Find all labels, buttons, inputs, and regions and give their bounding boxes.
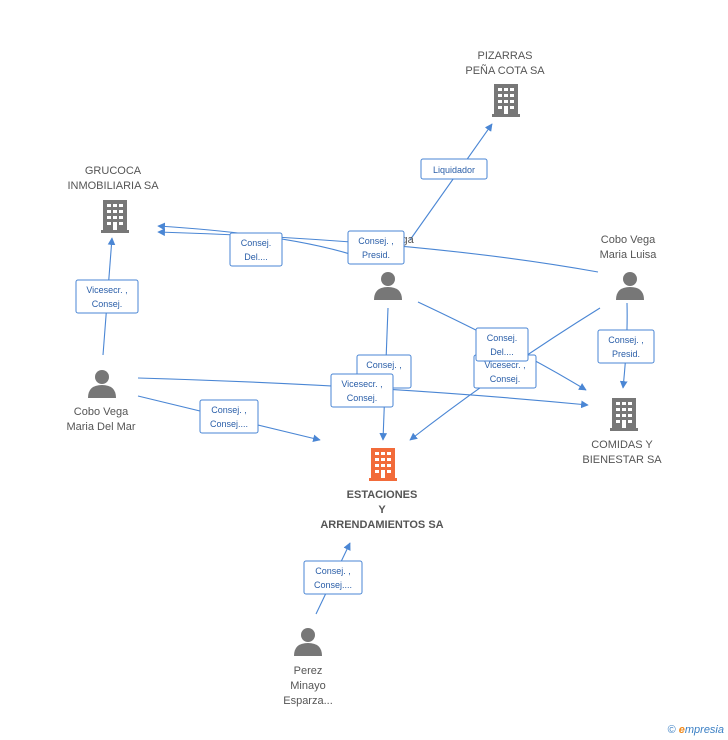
cobo-mar-label-2: Maria Del Mar	[66, 421, 135, 433]
cobo-mar-label-1: Cobo Vega	[74, 406, 129, 418]
edge-label-line-1: Consej.	[487, 333, 518, 343]
edge-label-line-1: Consej. ,	[211, 405, 247, 415]
edge-label-line-2: Presid.	[612, 349, 640, 359]
estaciones-label-3: ARRENDAMIENTOS SA	[320, 519, 443, 531]
cobo-luisa-label-1: Cobo Vega	[601, 234, 656, 246]
cobo-luisa-node[interactable]: Cobo Vega Maria Luisa	[600, 234, 658, 300]
empresia-watermark: ©empresia	[668, 724, 724, 736]
brand-name: mpresia	[684, 724, 724, 736]
edge-label-liquidador[interactable]: Liquidador	[420, 158, 488, 180]
edge-label-line-1: Vicesecr. ,	[341, 379, 382, 389]
grucoca-label-2: INMOBILIARIA SA	[67, 180, 159, 192]
comidas-node[interactable]: COMIDAS Y BIENESTAR SA	[582, 398, 662, 466]
comidas-label-1: COMIDAS Y	[591, 439, 653, 451]
estaciones-label-2: Y	[378, 504, 386, 516]
edge-label-vicesecr-consej-comidas[interactable]: Vicesecr. , Consej.	[473, 354, 537, 389]
edge-label-line-2: Consej....	[210, 419, 248, 429]
cobo-luisa-label-2: Maria Luisa	[600, 249, 658, 261]
edge-label-line-1: Liquidador	[433, 165, 475, 175]
edge-label-line-2: Del....	[244, 252, 268, 262]
perez-node[interactable]: Perez Minayo Esparza...	[283, 628, 333, 707]
edge-label-line-1: Vicesecr. ,	[86, 285, 127, 295]
estaciones-node[interactable]: ESTACIONES Y ARRENDAMIENTOS SA	[320, 448, 444, 531]
edge-label-line-1: Consej. ,	[315, 566, 351, 576]
grucoca-node[interactable]: GRUCOCA INMOBILIARIA SA	[67, 165, 159, 233]
edge-label-line-2: Consej.	[490, 374, 521, 384]
edge-label-line-2: Consej....	[314, 580, 352, 590]
person-icon	[374, 272, 402, 300]
perez-label-2: Minayo	[290, 680, 325, 692]
comidas-label-2: BIENESTAR SA	[582, 454, 662, 466]
edge-label-vicesecr-grucoca[interactable]: Vicesecr. , Consej.	[75, 279, 139, 314]
person-icon	[294, 628, 322, 656]
edge-center-pizarras	[409, 123, 493, 241]
edge-label-vicesecr-consej-mar[interactable]: Vicesecr. , Consej.	[330, 373, 394, 408]
edge-label-line-1: Consej.	[241, 238, 272, 248]
grucoca-label-1: GRUCOCA	[85, 165, 142, 177]
edge-label-line-2: Del....	[490, 347, 514, 357]
edge-label-line-2: Presid.	[362, 250, 390, 260]
pizarras-label-2: PEÑA COTA SA	[465, 64, 545, 77]
building-icon	[610, 398, 638, 431]
edge-label-consej-del-comidas[interactable]: Consej. Del....	[475, 327, 529, 362]
copyright-symbol: ©	[667, 724, 676, 736]
building-icon	[101, 200, 129, 233]
perez-label-1: Perez	[294, 665, 323, 677]
edge-label-line-1: Consej. ,	[358, 236, 394, 246]
person-icon	[616, 272, 644, 300]
edge-label-line-1: Consej. ,	[608, 335, 644, 345]
edge-label-consej-del-grucoca[interactable]: Consej. Del....	[229, 232, 283, 267]
edge-label-consej-mar-estaciones[interactable]: Consej. , Consej....	[199, 399, 259, 434]
pizarras-label-1: PIZARRAS	[477, 50, 532, 62]
pizarras-node[interactable]: PIZARRAS PEÑA COTA SA	[465, 50, 545, 117]
building-icon	[492, 84, 520, 117]
edge-label-line-2: Consej.	[347, 393, 378, 403]
person-icon	[88, 370, 116, 398]
perez-label-3: Esparza...	[283, 695, 333, 707]
brand-first-letter: e	[678, 724, 685, 736]
cobo-mar-node[interactable]: Cobo Vega Maria Del Mar	[66, 370, 136, 433]
edge-label-consej-presid-center[interactable]: Consej. , Presid.	[347, 230, 405, 265]
edge-label-line-1: Vicesecr. ,	[484, 360, 525, 370]
edge-label-consej-presid-luisa[interactable]: Consej. , Presid.	[597, 329, 655, 364]
edge-label-line-2: Consej.	[92, 299, 123, 309]
edge-label-line-1: Consej. ,	[366, 360, 402, 370]
estaciones-label-1: ESTACIONES	[347, 489, 418, 501]
building-icon	[369, 448, 397, 481]
edge-label-consej-perez[interactable]: Consej. , Consej....	[303, 560, 363, 595]
